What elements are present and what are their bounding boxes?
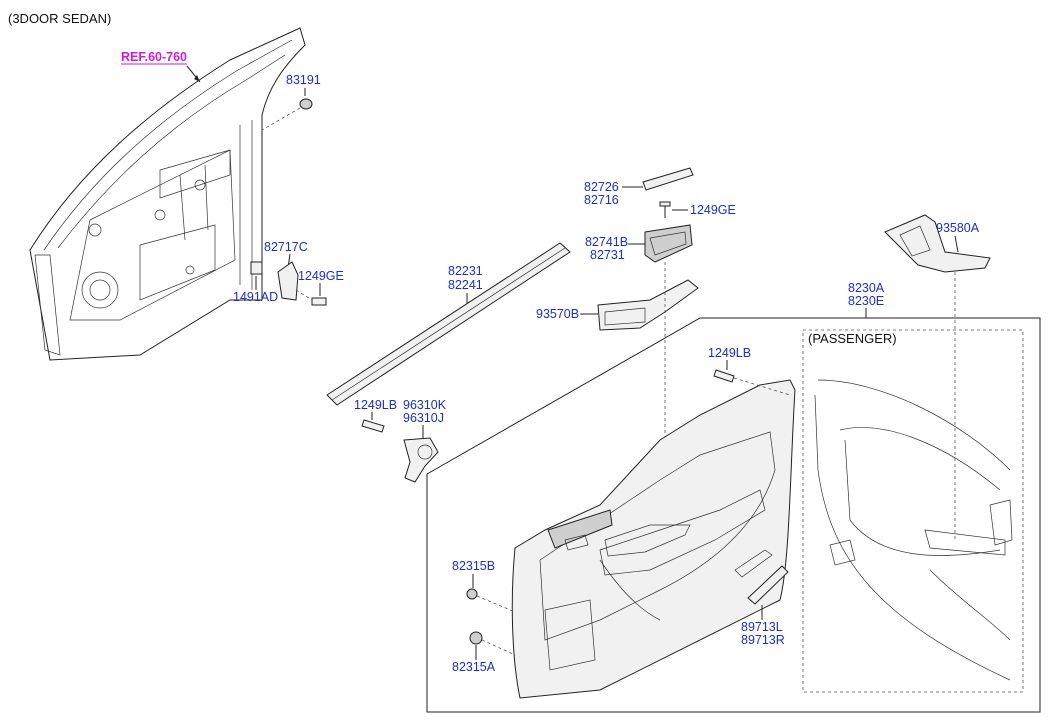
passenger-trim-panel [814,379,1013,681]
speaker-96310K [403,437,439,483]
label-96310K: 96310K [403,398,447,412]
label-82241: 82241 [448,278,483,292]
switch-93570B [597,279,699,331]
label-8230E: 8230E [848,294,884,308]
screw-1249GE-b [659,201,671,207]
bolt-1249GE-a [311,297,327,306]
label-82716: 82716 [584,193,619,207]
reflector-89713L [747,565,789,605]
label-82315A: 82315A [452,660,496,674]
label-1249LB-b: 1249LB [354,398,397,412]
label-1249LB-a: 1249LB [708,346,751,360]
bolt-1249LB-a [713,369,735,383]
bolt-1249LB-b [361,419,385,433]
plug-83191 [299,98,313,110]
passenger-box [802,329,1024,693]
label-1249GE-a: 1249GE [298,269,344,283]
passenger-label: (PASSENGER) [808,331,897,346]
bezel-82741B [644,224,693,263]
clip-82315A [469,631,483,645]
label-96310J: 96310J [403,411,444,425]
label-82741B: 82741B [585,235,628,249]
clip-82315B [466,588,478,600]
driver-trim-panel [511,379,796,699]
pad-82726 [642,167,694,191]
label-82717C: 82717C [264,240,308,254]
reference-label: REF.60-760 [121,50,187,64]
label-93580A: 93580A [936,221,980,235]
clip-1491AD [250,261,263,275]
label-1491AD: 1491AD [233,290,278,304]
door-frame-assembly [29,27,306,361]
label-82731: 82731 [590,248,625,262]
label-89713L: 89713L [741,620,783,634]
label-82231: 82231 [448,264,483,278]
switch-93580A [884,214,991,273]
bracket-82717C [277,261,299,301]
variant-title: (3DOOR SEDAN) [8,11,111,26]
label-82315B: 82315B [452,559,495,573]
label-1249GE-b: 1249GE [690,203,736,217]
trim-assembly-outline [426,317,1041,713]
reference-arrow [194,75,200,82]
label-89713R: 89713R [741,633,785,647]
label-82726: 82726 [584,180,619,194]
label-83191: 83191 [286,73,321,87]
label-93570B: 93570B [536,307,579,321]
label-8230A: 8230A [848,281,885,295]
